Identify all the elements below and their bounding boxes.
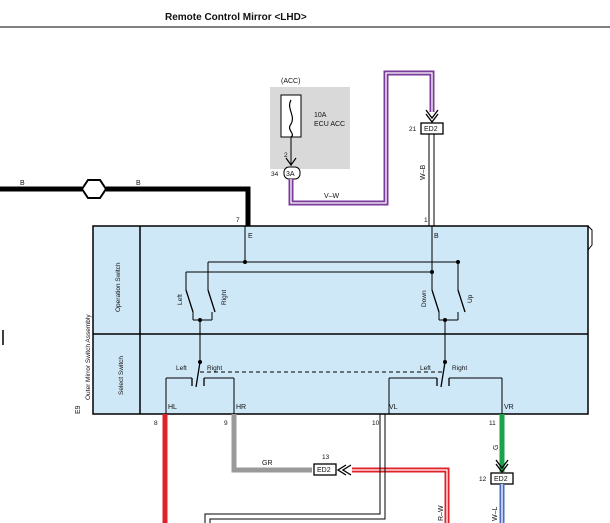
terminal-e: E: [248, 233, 253, 240]
e-junction: [243, 260, 247, 264]
select1-left-label: Left: [176, 365, 187, 372]
wire-label-v-w: V–W: [324, 193, 340, 200]
op-switch-right: [207, 289, 216, 313]
terminal-vr: VR: [504, 404, 514, 411]
wire-v-w-core: [290, 72, 433, 204]
fuse-connector-label: 3A: [286, 171, 295, 178]
wire-label-w-b: W–B: [420, 165, 427, 181]
wire-label-b-left: B: [20, 180, 25, 187]
ed2-top-connector: [420, 122, 444, 135]
ed2-bot-label: ED2: [494, 476, 508, 483]
ed2-bot-pin: 12: [479, 476, 487, 483]
fuse-arrow: [285, 157, 297, 167]
fuse-pin: 2: [284, 152, 288, 159]
fuse-element: [288, 99, 294, 138]
wire-label-gr: GR: [262, 460, 273, 467]
panel-edge-fold: [587, 225, 593, 251]
wire-vl-b: [209, 414, 386, 523]
assembly-code: E9: [75, 405, 82, 414]
assembly-panel: [92, 225, 589, 415]
fuse-name: ECU ACC: [314, 121, 345, 128]
op-down-label: Down: [421, 290, 428, 307]
ed2-mid-pin: 13: [322, 454, 330, 461]
assembly-name: Outer Mirror Switch Assembly: [85, 314, 92, 400]
splice-hexagon: [80, 179, 108, 199]
ed2-bot-arrows: [495, 459, 509, 474]
diagram-title: Remote Control Mirror <LHD>: [165, 12, 307, 23]
wire-r-w: [352, 467, 450, 523]
op-right-label: Right: [221, 290, 228, 305]
ed2-mid-connector: [313, 463, 337, 476]
op-left-label: Left: [177, 294, 184, 305]
select-switch-label-line: Select Switch: [118, 356, 125, 395]
terminal-hl: HL: [168, 404, 177, 411]
pin-vl: 10: [372, 420, 380, 427]
pin-hl: 8: [154, 420, 158, 427]
op-up-label: Up: [467, 294, 474, 303]
operation-switch-label: Operation Switch: [115, 262, 122, 312]
ed2-top-pin: 21: [409, 126, 417, 133]
pin-e-number: 7: [236, 217, 240, 224]
fuse-connector-pin: 34: [271, 171, 279, 178]
select2-left-label: Left: [420, 365, 431, 372]
pin-hr: 9: [224, 420, 228, 427]
select2-lever: [440, 361, 446, 388]
wire-b-ground: [0, 186, 251, 226]
acc-label: (ACC): [281, 78, 300, 85]
wire-label-r-w: R–W: [438, 505, 445, 521]
op-switch-up: [457, 289, 466, 313]
wire-r-w-core: [352, 469, 448, 523]
terminal-hr: HR: [236, 404, 246, 411]
wire-label-b-right: B: [136, 180, 141, 187]
select1-lever: [195, 361, 201, 388]
select2-right-label: Right: [452, 365, 467, 372]
ed2-top-arrows: [425, 109, 439, 124]
ed2-mid-label: ED2: [317, 467, 331, 474]
fuse-rating: 10A: [314, 112, 327, 119]
wire-label-w-l: W–L: [492, 507, 499, 522]
b-junction: [430, 270, 434, 274]
terminal-vl: VL: [389, 404, 398, 411]
wire-vl: [204, 414, 381, 523]
op-switch-left: [185, 289, 194, 313]
wire-hr-gr: [231, 414, 312, 473]
ed2-top-label: ED2: [424, 126, 438, 133]
select1-right-label: Right: [207, 365, 222, 372]
wire-label-g: G: [493, 445, 500, 450]
terminal-b: B: [434, 233, 439, 240]
pin-b-number: 1: [424, 217, 428, 224]
pin-vr: 11: [489, 420, 496, 427]
op-switch-down: [431, 289, 440, 313]
ed2-mid-arrows: [336, 464, 352, 476]
